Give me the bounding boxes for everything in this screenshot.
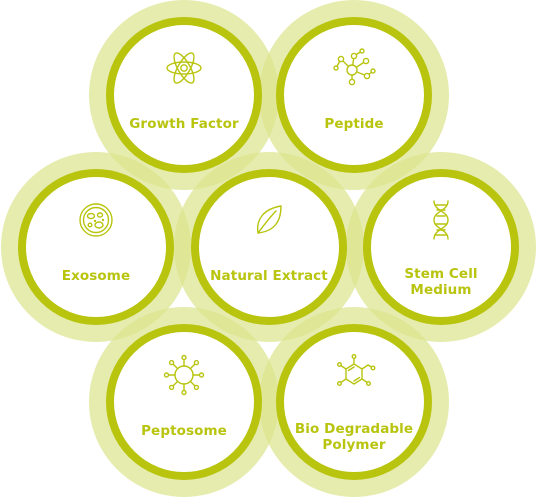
node-label: Exosome (61, 268, 131, 284)
cell-vesicle-icon (74, 198, 118, 242)
ring-growth-factor (106, 17, 262, 173)
node-stem-cell-medium: Stem Cell Medium (356, 162, 526, 332)
node-label: Peptide (324, 116, 384, 132)
atom-flower-icon (162, 46, 206, 90)
node-peptide: Peptide (269, 10, 439, 180)
ring-bio-degradable-polymer (276, 324, 432, 480)
leaf-icon (247, 198, 291, 242)
node-label: Bio Degradable Polymer (294, 421, 414, 453)
node-natural-extract: Natural Extract (184, 162, 354, 332)
dna-icon (419, 198, 463, 242)
ring-exosome (18, 169, 174, 325)
node-growth-factor: Growth Factor (99, 10, 269, 180)
node-label: Peptosome (141, 423, 227, 439)
node-peptosome: Peptosome (99, 317, 269, 487)
node-label: Growth Factor (129, 116, 239, 132)
node-bio-degradable-polymer: Bio Degradable Polymer (269, 317, 439, 487)
node-label: Stem Cell Medium (404, 266, 478, 298)
ring-layer (18, 17, 519, 480)
node-exosome: Exosome (11, 162, 181, 332)
ring-peptosome (106, 324, 262, 480)
ring-natural-extract (191, 169, 347, 325)
virus-sphere-icon (162, 353, 206, 397)
molecule-network-icon (332, 46, 376, 90)
chemical-ring-icon (332, 353, 376, 397)
node-label: Natural Extract (210, 268, 328, 284)
ring-peptide (276, 17, 432, 173)
ring-stem-cell-medium (363, 169, 519, 325)
